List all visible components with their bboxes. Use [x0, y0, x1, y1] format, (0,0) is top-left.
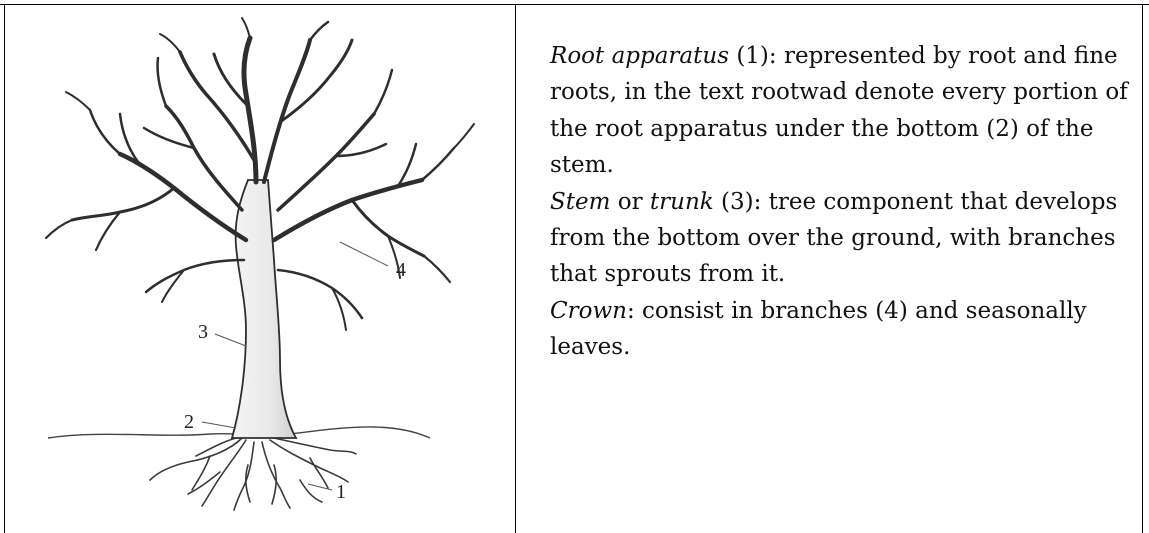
term-trunk: trunk — [650, 189, 714, 215]
callout-number-4: 4 — [396, 259, 406, 281]
table-border-left — [4, 4, 5, 533]
table-border-middle — [515, 4, 516, 533]
term-root-apparatus: Root apparatus — [550, 43, 729, 69]
table-border-top — [0, 4, 1149, 5]
definition-crown: Crown: consist in branches (4) and seaso… — [550, 293, 1135, 366]
connector-stem: or — [610, 189, 649, 215]
callout-line-2 — [202, 422, 236, 428]
callouts — [202, 242, 388, 490]
roots — [150, 438, 356, 510]
text-crown: : consist in branches (4) and seasonally… — [550, 298, 1087, 360]
callout-number-3: 3 — [198, 321, 208, 343]
callout-line-4 — [340, 242, 388, 266]
callout-number-1: 1 — [336, 481, 346, 503]
ref-stem: (3) — [714, 189, 754, 215]
callout-line-1 — [308, 484, 332, 490]
table-border-right — [1142, 4, 1143, 533]
ref-root-apparatus: (1) — [729, 43, 769, 69]
term-stem: Stem — [550, 189, 610, 215]
trunk — [232, 180, 296, 438]
definition-stem: Stem or trunk (3): tree component that d… — [550, 184, 1135, 293]
tree-illustration: 4 3 2 1 — [10, 10, 510, 530]
callout-line-3 — [215, 334, 246, 346]
term-crown: Crown — [550, 298, 627, 324]
callout-number-2: 2 — [184, 411, 194, 433]
definition-root-apparatus: Root apparatus (1): represented by root … — [550, 38, 1135, 184]
definitions-text: Root apparatus (1): represented by root … — [550, 38, 1135, 366]
